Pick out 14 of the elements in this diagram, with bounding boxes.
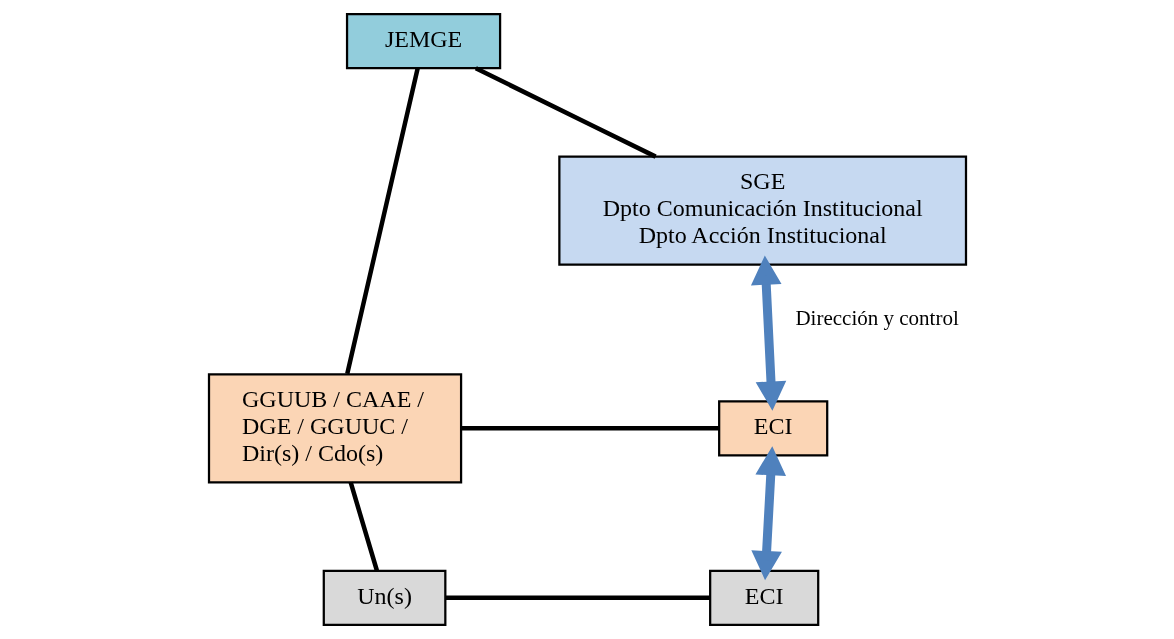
connector xyxy=(344,67,420,375)
node-box: ECI xyxy=(708,569,819,626)
edge-label: Dirección y control xyxy=(794,306,959,331)
connector xyxy=(474,66,657,159)
node-box: ECI xyxy=(717,400,828,457)
connector xyxy=(348,481,379,572)
node-box: JEMGE xyxy=(345,13,501,70)
node-box: SGE Dpto Comunicación Institucional Dpto Acción Institucional xyxy=(557,155,967,266)
arrow xyxy=(750,446,786,581)
arrow xyxy=(750,255,786,411)
node-box: GGUUB / CAAE / DGE / GGUUC / Dir(s) / Cdo(s) xyxy=(207,373,462,484)
node-box: Un(s) xyxy=(322,569,446,626)
connector xyxy=(445,595,710,601)
connector xyxy=(460,426,719,431)
